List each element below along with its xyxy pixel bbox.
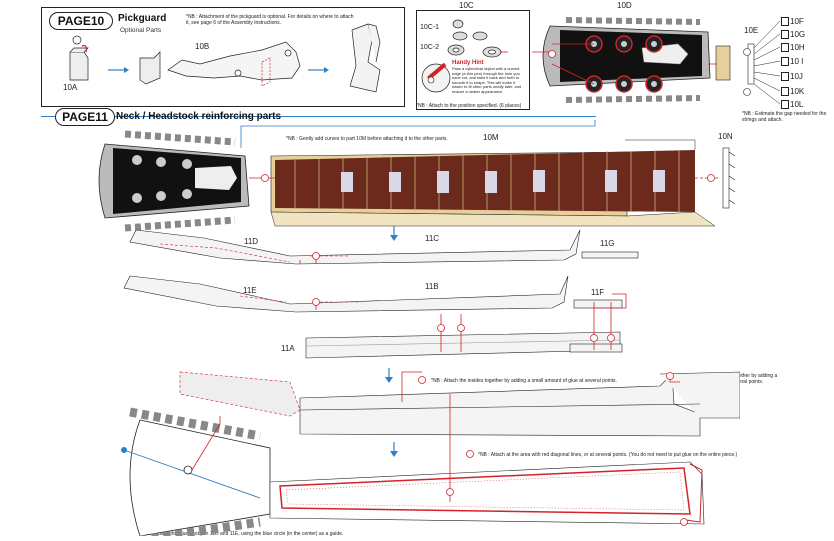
string-tag-10h: 10H [781,43,805,53]
part-10b-bracket [349,23,381,93]
neck-drawing [98,120,736,232]
label-10b: 10B [195,42,210,51]
tag-box [781,100,789,110]
tag-box [781,43,789,53]
tag-box [781,30,789,40]
pickguard-note: *NB : Attachment of the pickguard is opt… [186,14,354,26]
handy-hint-title: Handy Hint [452,60,484,66]
pickguard-title: Pickguard [118,13,167,24]
label-11a: 11A [281,344,295,353]
string-tag-10k: 10K [781,87,804,97]
center-nb: *NB : Attach to the position specified. … [416,103,522,109]
page10-illustrations [69,23,381,93]
label-10c2: 10C-2 [420,44,440,51]
step-circle [707,174,715,182]
fretboard-10m [270,139,716,227]
tag-box [781,17,789,27]
label-11f: 11F [591,288,605,297]
flow-arrowhead [124,67,129,73]
part-11g [581,251,639,259]
handy-hint-text: Pass a cylindrical object with a curved … [452,66,522,94]
string-tag-10i: 10 I [781,57,803,67]
label-10d: 10D [617,1,632,10]
page11-title: Neck / Headstock reinforcing parts [116,111,282,122]
part-10a-placed [139,51,161,85]
part-11c-d [129,229,581,265]
part-11f [573,299,623,309]
down-arrow [390,442,398,457]
red-pointers [191,371,688,526]
neck-assembly [269,461,705,525]
step-circle [72,35,82,45]
nb-inside-1: *NB : Attach the insides together by add… [431,378,617,384]
nb-red-area: *NB : Attach at the area with red diagon… [478,452,738,458]
part-11b-e [123,275,569,313]
tag-box [781,87,789,97]
string-tag-10f: 10F [781,17,804,27]
step-circle [548,50,556,58]
neck-nb: *NB : Gently add curves to part 10M befo… [286,136,448,142]
step-circle [261,174,269,182]
nut-10e [715,45,731,81]
label-11g: 11G [600,239,615,248]
headstock-top-drawing [532,17,781,105]
tag-box [781,72,789,82]
label-11c: 11C [425,234,440,243]
tag-box [781,57,789,67]
page10-label: PAGE10 [49,12,113,30]
nut-10n [722,147,736,209]
label-11b: 11B [425,282,439,291]
page11-rule [41,116,596,117]
headstock-10d [542,17,711,103]
flow-arrowhead [324,67,329,73]
string-tag-10l: 10L [781,100,803,110]
label-10e: 10E [744,26,759,35]
nb-bottom: *NB : Attach the glue spots on 11D and 1… [142,531,344,537]
headstock-nb: *NB : Estimate the gap needed for the st… [742,111,827,123]
part-10c-drawing [421,19,508,93]
string-tag-10j: 10J [781,72,803,82]
blue-guide-line [123,449,261,499]
down-arrow [385,368,393,383]
reinforcement-assembly [179,371,740,437]
part-10b-pickguard [167,41,301,87]
label-11d: 11D [244,237,259,246]
label-10n: 10N [718,132,733,141]
red-guides [299,252,627,352]
string-tree-10e [743,43,755,96]
reinforcing-parts-drawing [123,229,639,359]
label-10c: 10C [459,1,474,10]
label-10a: 10A [63,83,78,92]
label-10c1: 10C-1 [420,24,440,31]
part-10a-drawing [69,45,89,81]
string-tag-10g: 10G [781,30,805,40]
handy-hint-image [421,62,451,93]
page10-frame [41,7,405,107]
assembly-drawing [121,371,740,536]
blue-guide-line [240,120,596,148]
headstock-side [98,130,250,232]
down-arrow [390,226,398,241]
part-10c-frame [416,10,530,110]
label-11e: 11E [243,286,257,295]
headstock-assembly [121,407,271,536]
pickguard-subtitle: Optional Parts [120,27,162,34]
label-10m: 10M [483,133,499,142]
tag-leaders [753,20,781,105]
page11-label: PAGE11 [55,108,115,126]
